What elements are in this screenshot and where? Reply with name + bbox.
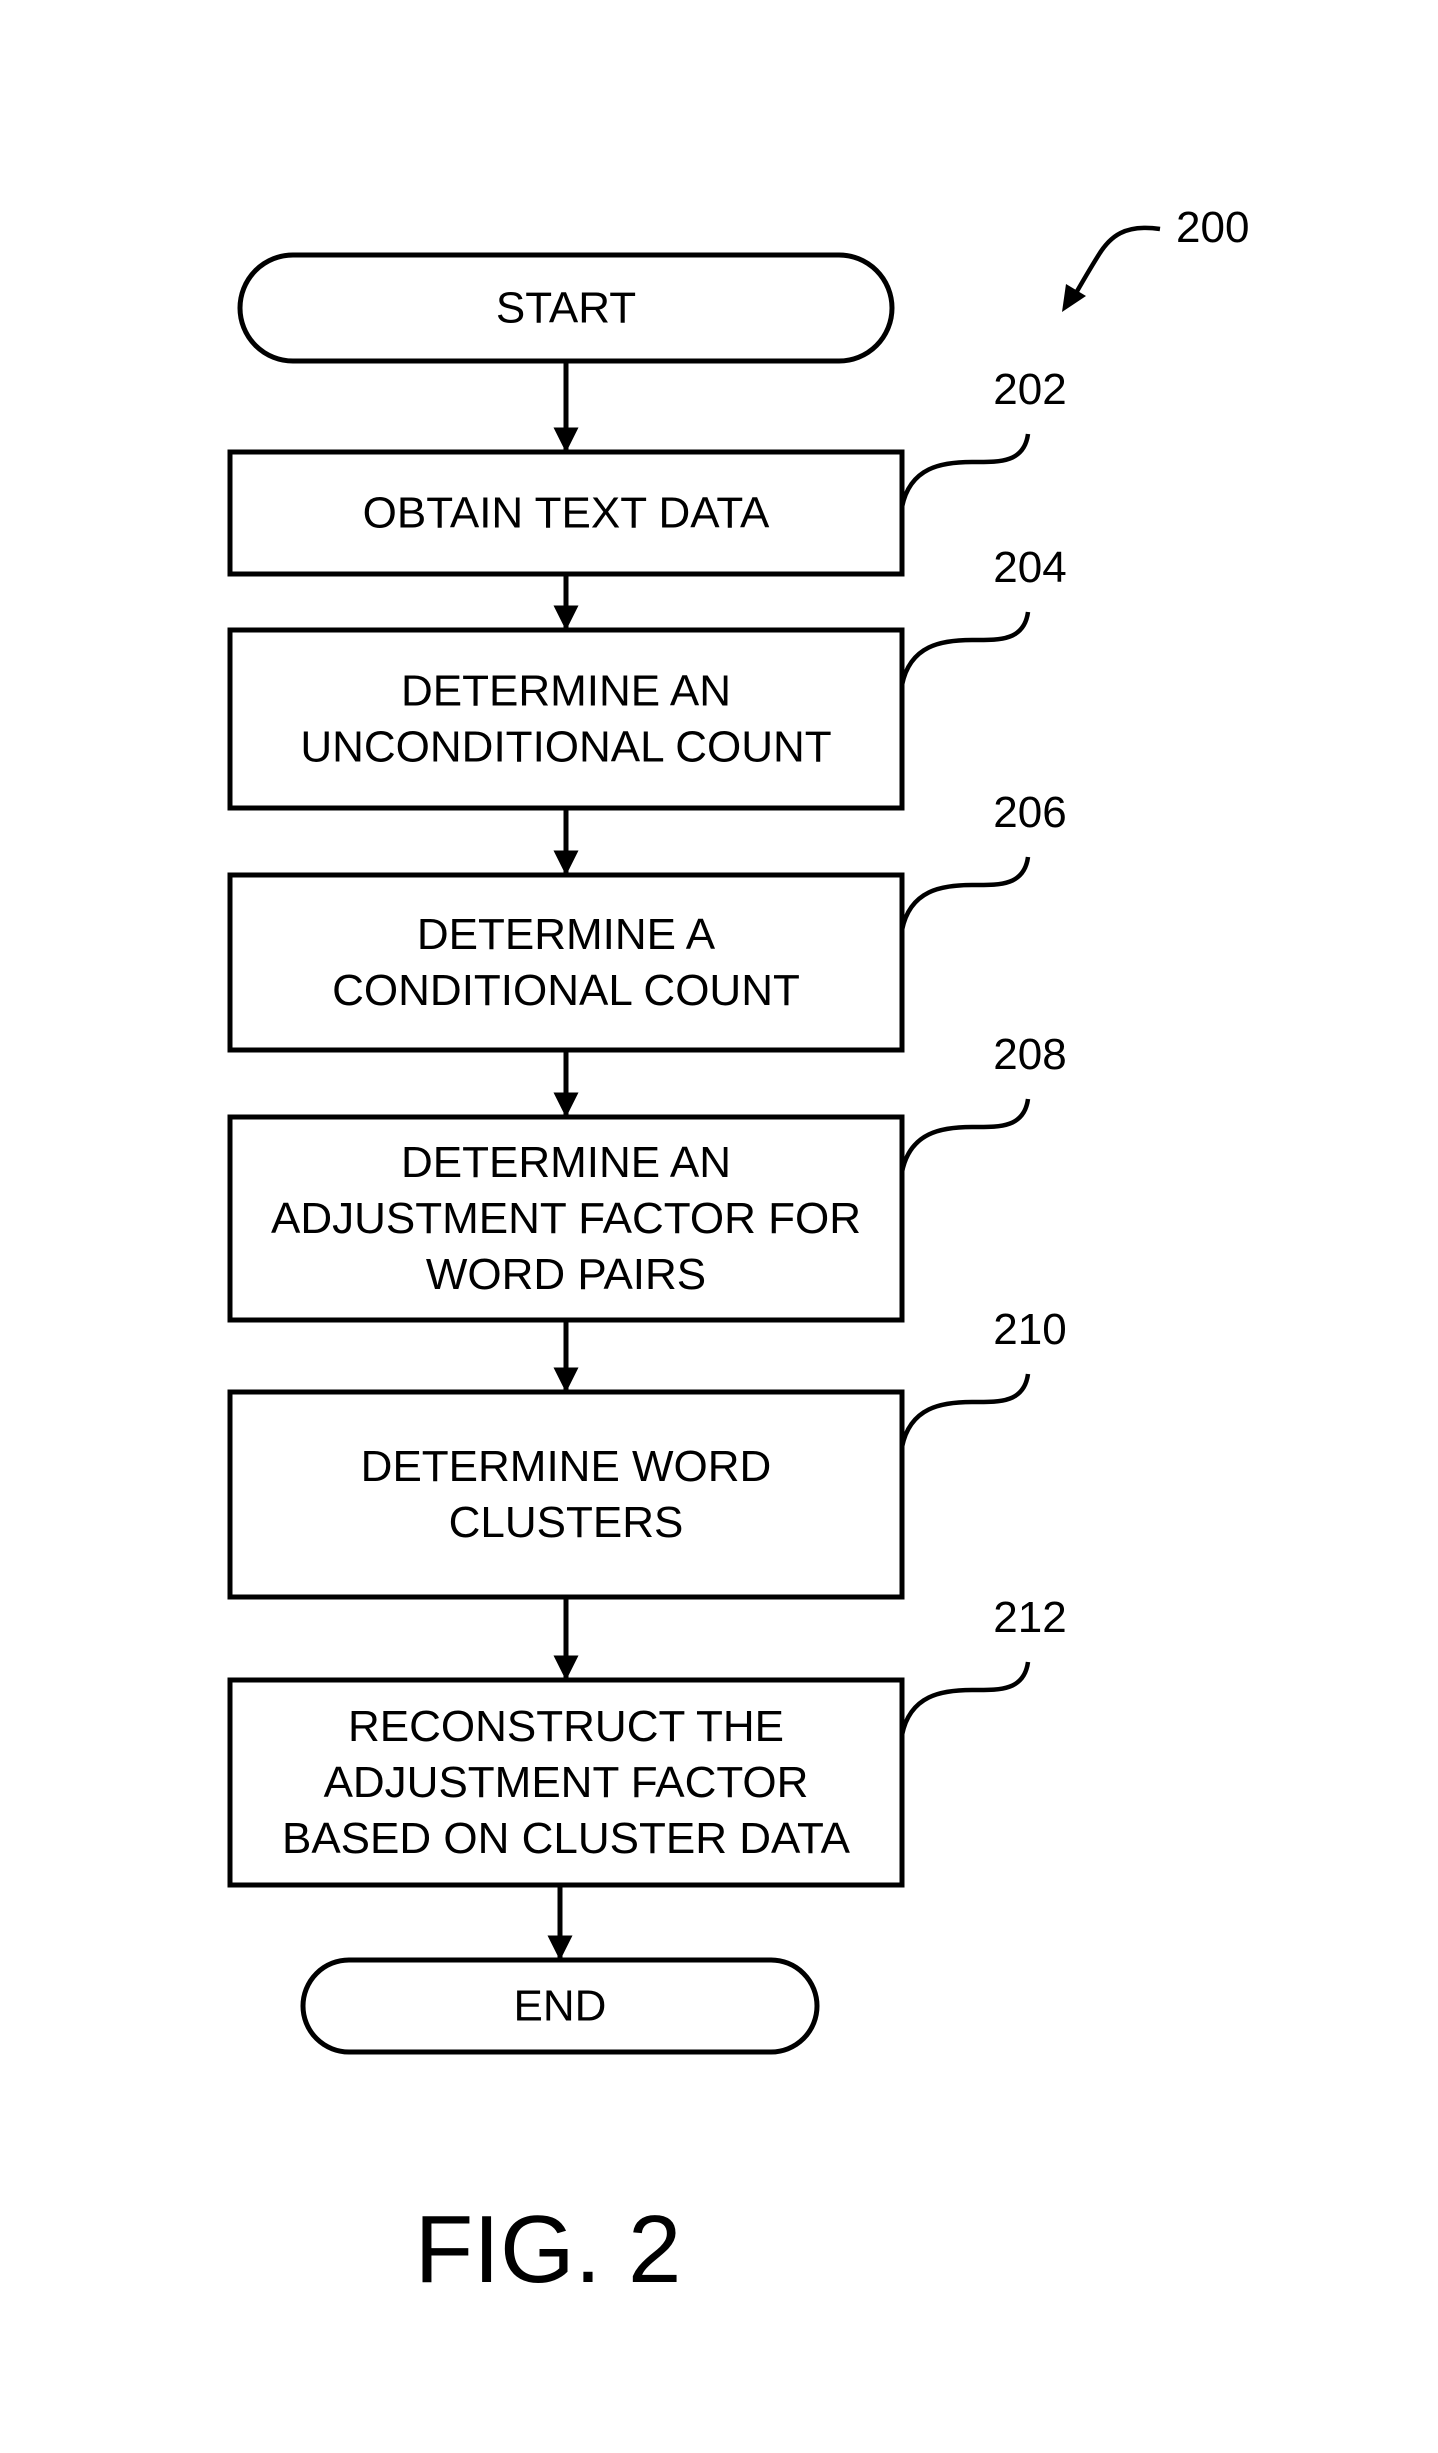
step-204-ref-number: 204 xyxy=(993,543,1066,592)
step-212-ref-number: 212 xyxy=(993,1593,1066,1642)
step-202-ref-number: 202 xyxy=(993,365,1066,414)
step-212: RECONSTRUCT THE ADJUSTMENT FACTOR BASED ON… xyxy=(230,1593,1067,1885)
step-202: OBTAIN TEXT DATA 202 xyxy=(230,365,1067,574)
step-208-ref-number: 208 xyxy=(993,1030,1066,1079)
end-terminator: END xyxy=(303,1960,817,2052)
step-212-label-line-2: ADJUSTMENT FACTOR xyxy=(324,1758,809,1807)
figure-ref-arrowhead xyxy=(1062,284,1086,312)
step-204: DETERMINE AN UNCONDITIONAL COUNT 204 xyxy=(230,543,1067,808)
figure-ref-200: 200 xyxy=(1062,203,1249,312)
step-204-leader xyxy=(902,612,1028,685)
figure-ref-number: 200 xyxy=(1176,203,1249,252)
step-206-label-line-2: CONDITIONAL COUNT xyxy=(332,966,800,1015)
step-202-leader xyxy=(902,434,1028,507)
figure-ref-arrow xyxy=(1072,228,1160,300)
step-206-leader xyxy=(902,857,1028,930)
step-210-label-line-1: DETERMINE WORD xyxy=(361,1442,772,1491)
step-204-label-line-2: UNCONDITIONAL COUNT xyxy=(300,723,831,772)
start-terminator: START xyxy=(240,255,892,361)
step-212-leader xyxy=(902,1662,1028,1735)
start-label: START xyxy=(496,284,636,333)
step-206-label-line-1: DETERMINE A xyxy=(417,910,716,959)
step-210-leader xyxy=(902,1374,1028,1447)
end-label: END xyxy=(514,1982,607,2031)
step-208: DETERMINE AN ADJUSTMENT FACTOR FOR WORD PA… xyxy=(230,1030,1067,1320)
step-206: DETERMINE A CONDITIONAL COUNT 206 xyxy=(230,788,1067,1050)
step-210-ref-number: 210 xyxy=(993,1305,1066,1354)
step-208-label-line-3: WORD PAIRS xyxy=(426,1250,706,1299)
step-210-label-line-2: CLUSTERS xyxy=(449,1498,684,1547)
step-202-label-line-1: OBTAIN TEXT DATA xyxy=(363,489,770,538)
figure-label: FIG. 2 xyxy=(415,2196,682,2303)
step-210: DETERMINE WORD CLUSTERS 210 xyxy=(230,1305,1067,1597)
step-212-label-line-1: RECONSTRUCT THE xyxy=(348,1702,784,1751)
step-204-label-line-1: DETERMINE AN xyxy=(401,667,731,716)
step-206-ref-number: 206 xyxy=(993,788,1066,837)
step-212-label-line-3: BASED ON CLUSTER DATA xyxy=(282,1814,851,1863)
step-208-label-line-1: DETERMINE AN xyxy=(401,1138,731,1187)
step-208-label-line-2: ADJUSTMENT FACTOR FOR xyxy=(271,1194,861,1243)
step-208-leader xyxy=(902,1099,1028,1172)
